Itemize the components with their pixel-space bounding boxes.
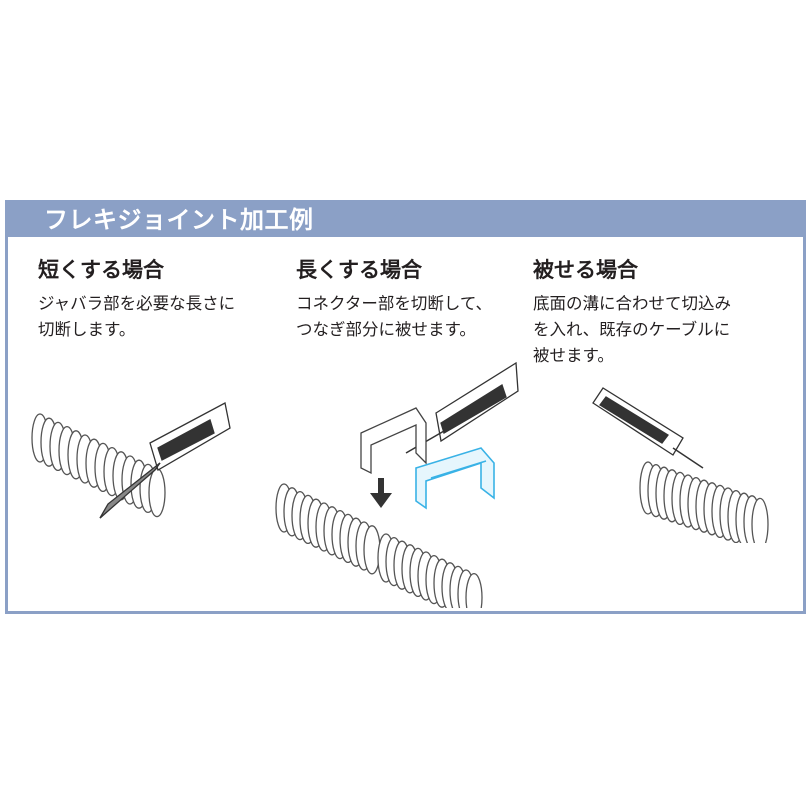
section-description: コネクター部を切断して、 つなぎ部分に被せます。 [296, 294, 493, 339]
cover-illustration [592, 387, 769, 543]
section-description: 底面の溝に合わせて切込み を入れ、既存のケーブルに 被せます。 [533, 294, 731, 365]
connector-icon [360, 407, 427, 475]
page-title: フレキジョイント加工例 [44, 206, 314, 234]
section-heading: 長くする場合 [296, 258, 422, 282]
section-lengthen: 長くする場合 コネクター部を切断して、 つなぎ部分に被せます。 [296, 255, 546, 343]
cutter-knife-icon [592, 387, 704, 469]
corrugated-pipe-icon [639, 461, 769, 543]
connector-icon [415, 447, 495, 510]
shorten-illustration [31, 402, 231, 519]
cutter-knife-icon [99, 402, 231, 519]
section-cover: 被せる場合 底面の溝に合わせて切込み を入れ、既存のケーブルに 被せます。 [533, 255, 783, 369]
section-description: ジャバラ部を必要な長さに 切断します。 [38, 294, 236, 339]
section-heading: 被せる場合 [533, 258, 638, 282]
corrugated-pipe-icon [275, 483, 483, 608]
down-arrow-icon [370, 478, 392, 508]
processing-examples-panel: フレキジョイント加工例 短くする場合 ジャバラ部を必要な長さに 切断します。 長… [5, 200, 806, 614]
lengthen-illustration [275, 361, 519, 608]
section-heading: 短くする場合 [38, 258, 164, 282]
title-tab: フレキジョイント加工例 [8, 203, 404, 237]
corrugated-pipe-icon [31, 413, 166, 518]
section-shorten: 短くする場合 ジャバラ部を必要な長さに 切断します。 [38, 255, 288, 343]
